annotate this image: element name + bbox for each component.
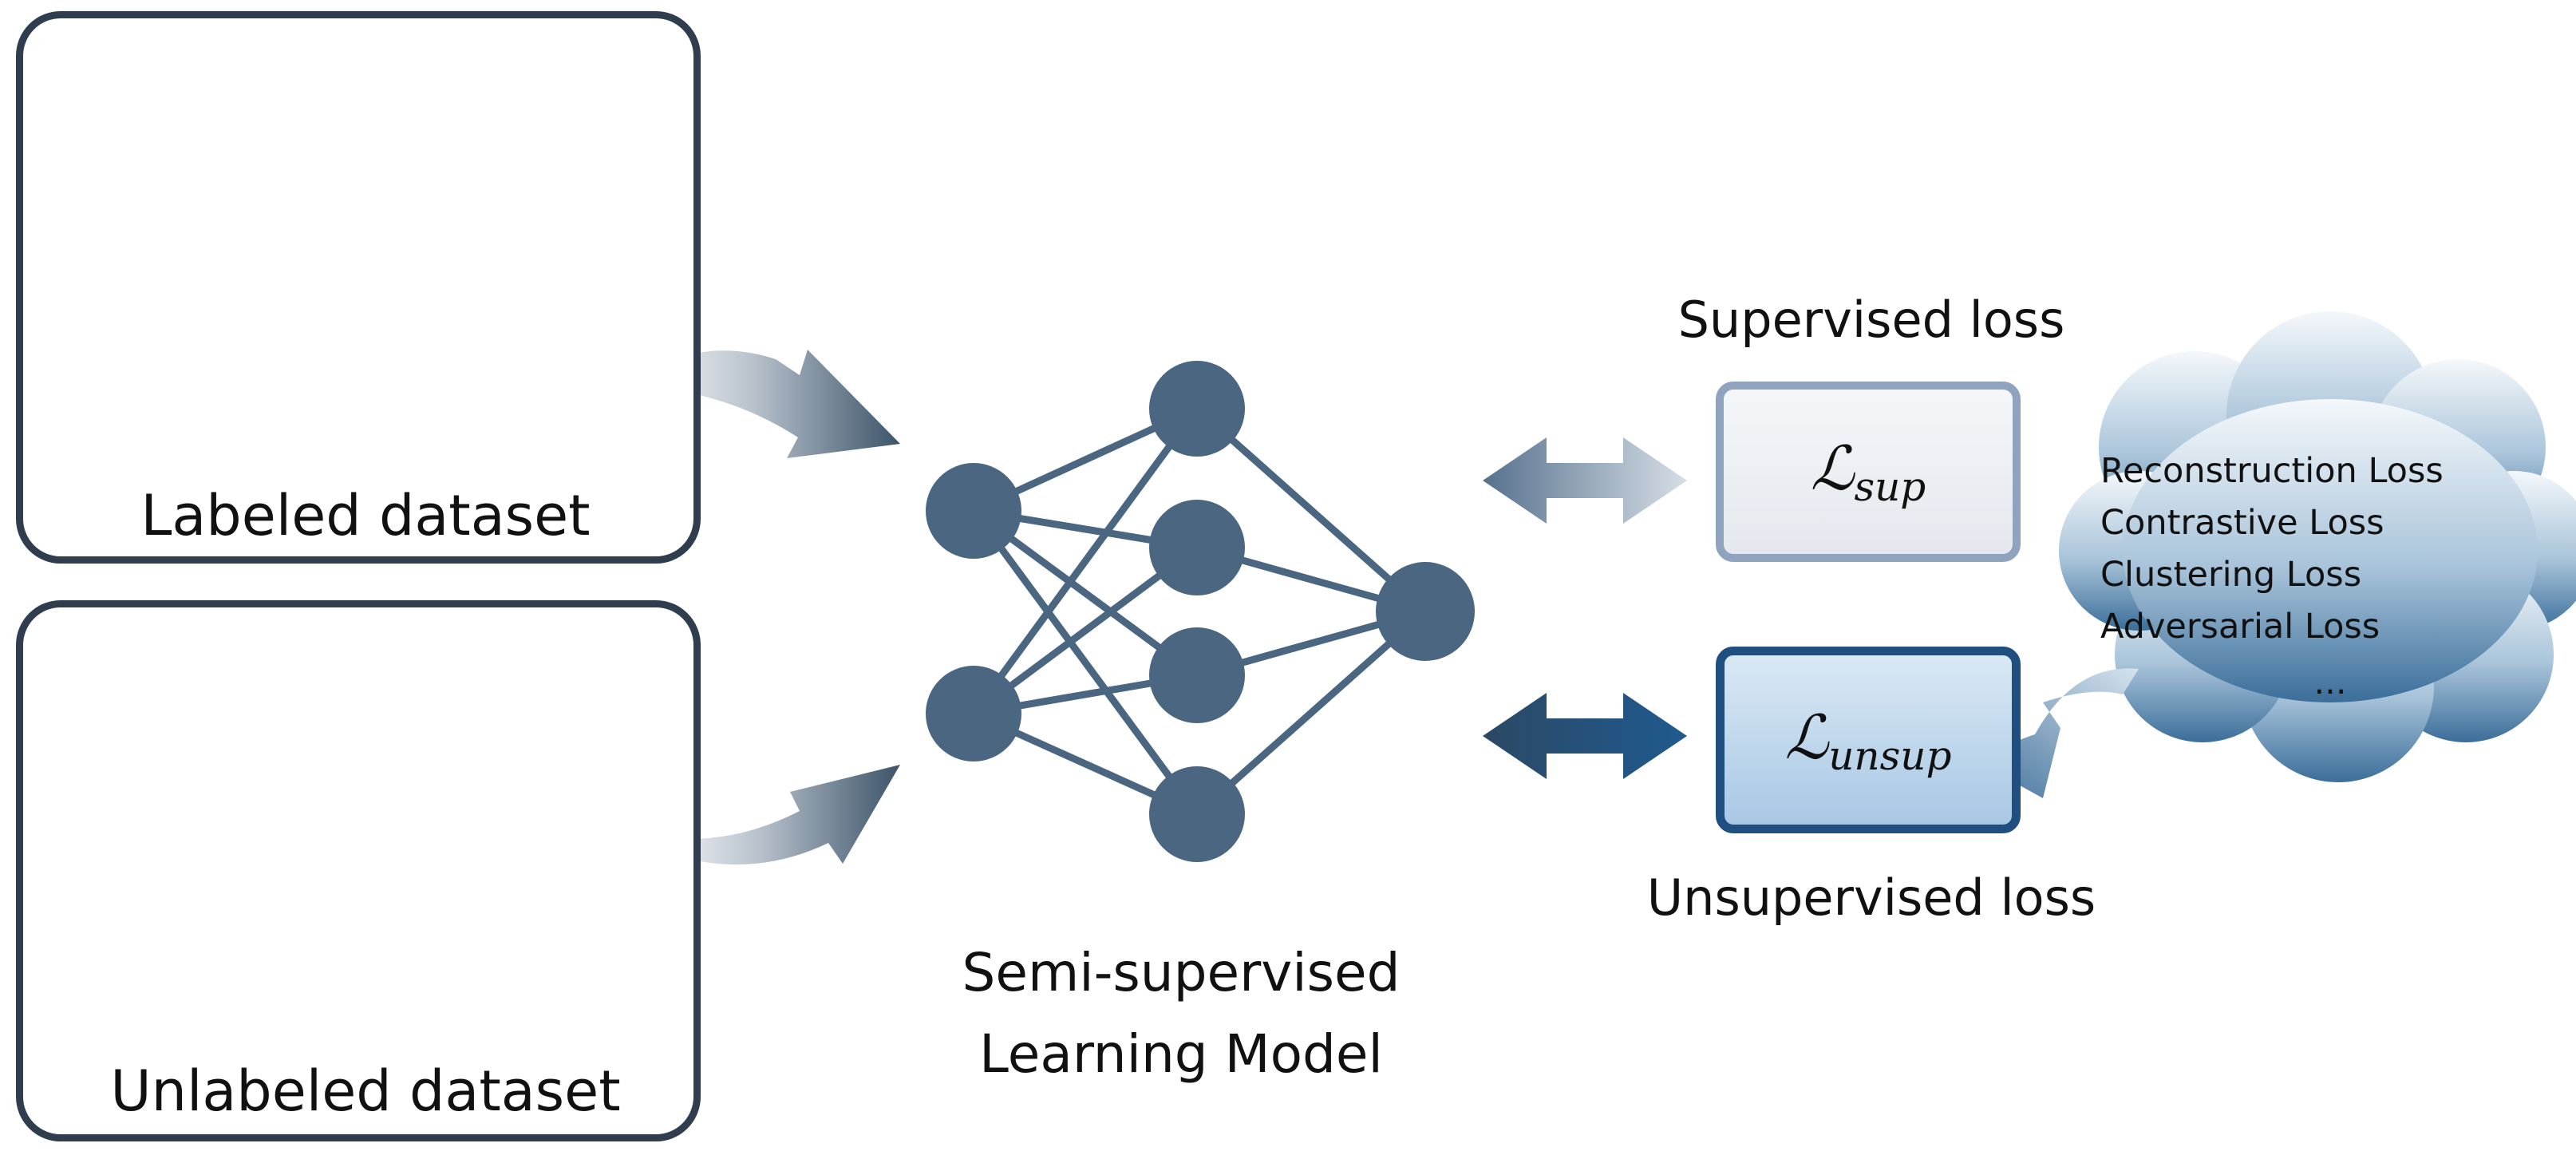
network-node — [1149, 361, 1245, 457]
supervised-loss-box: ℒsup — [1716, 382, 2021, 562]
unsupervised-loss-cloud — [2059, 311, 2576, 782]
loss-symbol: ℒ — [1784, 702, 1829, 773]
cloud-item: Contrastive Loss — [2100, 503, 2384, 543]
model-caption-line1: Semi-supervised — [962, 942, 1401, 1003]
unlabeled-to-model-arrow — [640, 765, 900, 865]
network-edge — [1195, 405, 1428, 615]
unsupervised-loss-title: Unsupervised loss — [1646, 868, 2096, 927]
network-edge — [1195, 608, 1428, 817]
network-node — [926, 463, 1021, 559]
network-node — [1149, 766, 1245, 862]
cloud-item: ... — [2313, 663, 2347, 702]
network-node — [1149, 627, 1245, 723]
loss-symbol: ℒ — [1810, 433, 1855, 504]
supervised-double-arrow — [1483, 437, 1687, 524]
supervised-loss-formula: ℒsup — [1724, 433, 2013, 510]
network-node — [926, 666, 1021, 762]
unlabeled-dataset-caption: Unlabeled dataset — [110, 1058, 621, 1124]
network-node — [1149, 500, 1245, 595]
neural-network — [926, 361, 1475, 862]
cloud-item: Clustering Loss — [2100, 555, 2362, 595]
loss-subscript: sup — [1854, 464, 1926, 510]
unsupervised-loss-formula: ℒunsup — [1725, 702, 2012, 779]
network-edge — [970, 406, 1200, 716]
network-edge — [970, 508, 1200, 817]
supervised-loss-title: Supervised loss — [1677, 291, 2065, 349]
loss-subscript: unsup — [1828, 733, 1952, 779]
unsupervised-double-arrow — [1483, 693, 1687, 779]
cloud-item: Adversarial Loss — [2100, 607, 2380, 647]
cloud-item: Reconstruction Loss — [2100, 451, 2444, 491]
labeled-dataset-box: Labeled dataset — [16, 11, 701, 564]
labeled-dataset-caption: Labeled dataset — [140, 483, 591, 548]
network-node — [1376, 562, 1475, 661]
model-caption-line2: Learning Model — [979, 1023, 1383, 1085]
unlabeled-dataset-box: Unlabeled dataset — [16, 600, 701, 1141]
unsupervised-loss-box: ℒunsup — [1716, 647, 2021, 833]
